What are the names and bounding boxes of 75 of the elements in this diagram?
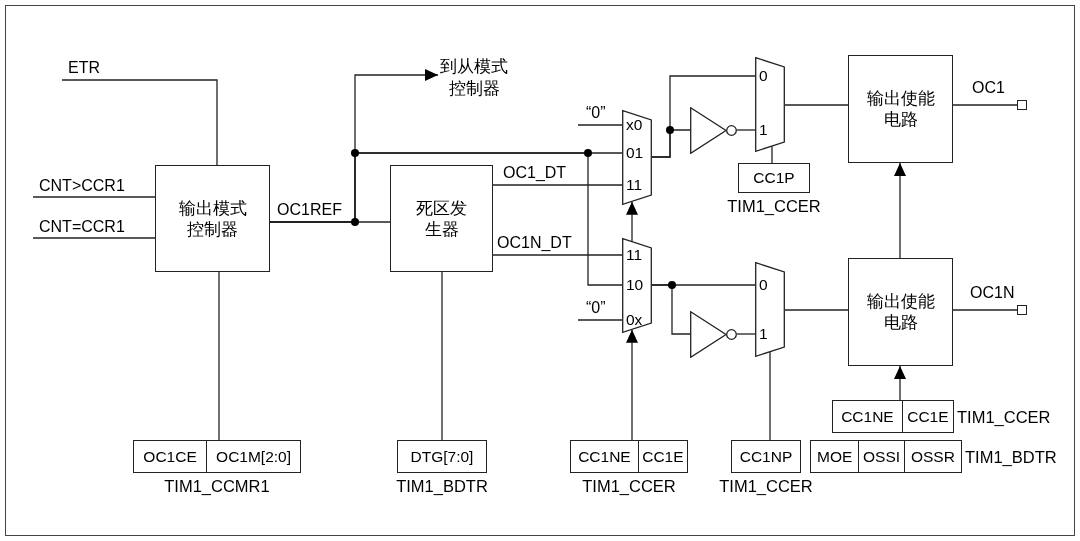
register-field: CC1NE [571, 441, 638, 472]
edge-label: OC1N_DT [496, 234, 573, 252]
wire [492, 184, 623, 186]
wire [952, 309, 1018, 311]
wire [784, 104, 849, 106]
register-field: CC1E [901, 401, 953, 432]
multiplexer-symbol [622, 110, 652, 205]
wire [577, 319, 623, 321]
register-box [133, 440, 301, 473]
wire [784, 309, 849, 311]
register-field: OC1CE [134, 441, 207, 472]
wire [492, 254, 623, 256]
wire [771, 145, 773, 164]
process-box: 输出模式控制器 [155, 165, 270, 272]
wire [61, 79, 218, 166]
register-field: MOE [811, 441, 859, 472]
signal-label: CNT=CCR1 [33, 217, 151, 238]
arrow [626, 201, 638, 242]
arrow [894, 162, 906, 259]
pin-label: OC1N [970, 283, 1015, 303]
port-label: 1 [759, 120, 768, 140]
register-box [832, 400, 954, 433]
wire [218, 271, 220, 441]
register-name: TIM1_BDTR [965, 446, 1057, 467]
register-field: CC1E [637, 441, 687, 472]
multiplexer-symbol [755, 57, 785, 152]
register-name: TIM1_CCMR1 [163, 476, 271, 496]
inverter-symbol [690, 107, 737, 154]
process-box: 输出使能电路 [848, 55, 953, 163]
wire [32, 237, 156, 239]
register-box [810, 440, 962, 473]
arrow [894, 365, 906, 401]
register-field: DTG[7:0] [398, 441, 486, 472]
port-label: 0 [759, 66, 768, 86]
wire [736, 333, 756, 335]
wire [577, 124, 623, 126]
port-label: 01 [626, 143, 644, 163]
register-field: CC1NE [833, 401, 902, 432]
port-label: 0 [759, 275, 768, 295]
register-field: OSSI [858, 441, 904, 472]
register-box [570, 440, 688, 473]
register-name: TIM1_CCER [957, 406, 1051, 427]
signal-label: ETR [62, 58, 112, 80]
register-name: TIM1_CCER [718, 476, 814, 496]
wire [769, 351, 771, 441]
register-field: OC1M[2:0] [206, 441, 300, 472]
port-label: 1 [759, 324, 768, 344]
wire [952, 104, 1018, 106]
register-field: CC1NP [732, 441, 800, 472]
edge-label: OC1_DT [502, 164, 568, 182]
signal-label: “0” [578, 298, 620, 320]
arrow [626, 329, 638, 441]
port-label: 10 [626, 275, 644, 295]
port-label: x0 [626, 115, 643, 135]
signal-label: 到从模式控制器 [438, 56, 510, 102]
signal-label: CNT>CCR1 [33, 176, 151, 197]
port-label: 11 [626, 175, 643, 195]
register-field: CC1P [739, 164, 809, 192]
wire [651, 284, 756, 286]
process-box: 死区发生器 [390, 165, 493, 272]
wire [651, 75, 756, 158]
register-field: OSSR [903, 441, 961, 472]
port-label: 0x [626, 310, 643, 330]
port-label: 11 [626, 245, 643, 265]
wire [32, 196, 156, 198]
pin-label: OC1 [972, 78, 1005, 98]
inverter-symbol [690, 311, 737, 358]
process-box: 输出使能电路 [848, 258, 953, 366]
multiplexer-symbol [755, 262, 785, 357]
multiplexer-symbol [622, 238, 652, 333]
signal-label: “0” [578, 103, 620, 125]
register-name: TIM1_BDTR [395, 476, 489, 496]
wire [441, 271, 443, 441]
wire [736, 129, 756, 131]
register-name: TIM1_CCER [726, 196, 822, 216]
